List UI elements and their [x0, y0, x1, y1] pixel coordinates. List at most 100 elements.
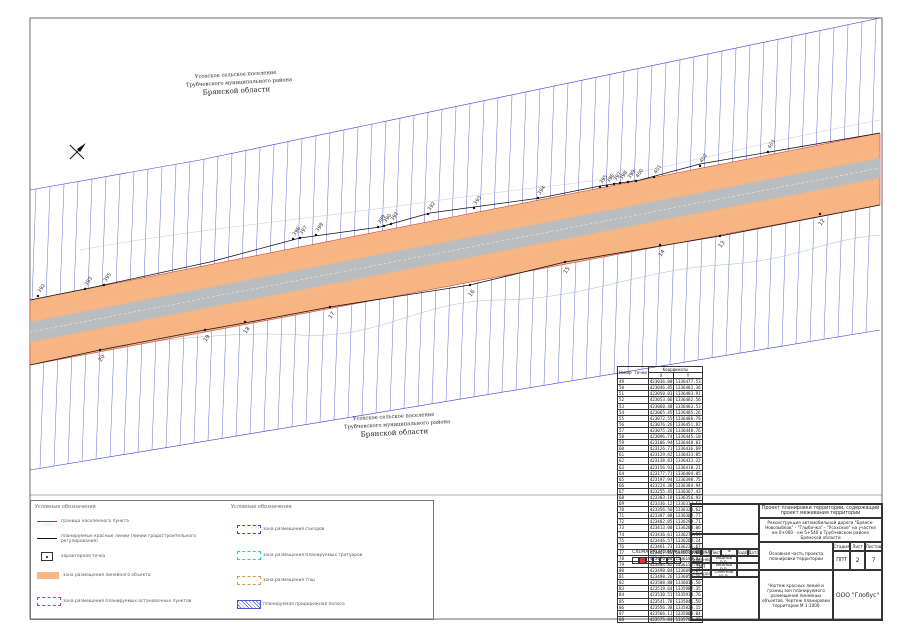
table-cell-y: 1335982.35	[673, 585, 703, 593]
stamp-object: Реконструкция автомобильной дороги "Брян…	[759, 518, 882, 542]
table-cell-y: 1336264.14	[673, 536, 703, 544]
boundary-point-marker	[426, 212, 430, 216]
boundary-point-marker	[618, 181, 622, 185]
table-cell-x: 423541.78	[647, 597, 675, 605]
table-cell-x: 423461.73	[647, 542, 675, 550]
boundary-point-label: 395	[599, 174, 609, 185]
boundary-point-label: 392	[37, 283, 47, 294]
stamp-stage-value: ППТ	[833, 551, 850, 570]
table-cell-x: 423566.11	[647, 609, 675, 617]
boundary-point-marker	[626, 180, 630, 184]
table-cell-x: 423036.00	[647, 378, 675, 386]
legend-symbol-stops	[37, 597, 61, 606]
table-cell-y: 1336367.43	[673, 487, 703, 495]
boundary-point-marker	[389, 222, 393, 226]
boundary-point-marker	[698, 164, 702, 168]
table-cell-x: 423106.94	[647, 439, 675, 447]
boundary-point-marker	[36, 294, 40, 298]
stamp-blank	[737, 570, 759, 577]
table-cell-x: 423129.42	[647, 451, 675, 459]
table-cell-y: 1336485.26	[673, 408, 703, 416]
stamp-sheets-header: Листов	[865, 542, 882, 551]
boundary-point-label: 391	[390, 211, 400, 222]
boundary-point-marker	[766, 150, 770, 154]
table-cell-x: 423387.08	[647, 512, 675, 520]
stamp-sheets-value: 7	[865, 551, 882, 570]
table-cell-x: 423556.38	[647, 603, 675, 611]
table-cell-y: 1336309.77	[673, 512, 703, 520]
legend-symbol-tpsh	[237, 576, 261, 585]
table-cell-y: 1336384.94	[673, 481, 703, 489]
table-cell-y: 1336436.69	[673, 445, 703, 453]
boundary-point-marker	[563, 260, 567, 264]
table-cell-x: 423126.71	[647, 445, 675, 453]
boundary-point-marker	[652, 175, 656, 179]
legend-symbol-settlement-border	[37, 521, 57, 522]
stamp-title: Проект планировки территории, содержащий…	[759, 504, 882, 518]
scheme-cell	[660, 557, 667, 564]
table-cell-point: 88	[617, 615, 649, 623]
road-centerline	[30, 167, 881, 333]
scheme-cell	[653, 557, 660, 564]
boundary-point-label: 389	[377, 214, 387, 225]
bottom-outer-boundary	[30, 329, 881, 471]
stamp-col-sign: Подп.	[737, 549, 748, 556]
scheme-cell-current	[639, 557, 646, 564]
col-point-number: Номер точки	[617, 365, 649, 380]
table-cell-y: 1336433.22	[673, 457, 703, 465]
table-cell-y: 1336445.10	[673, 433, 703, 441]
stamp-col-doc: N докум.	[721, 549, 737, 556]
boundary-point-label: 397	[299, 225, 309, 236]
stamp-drawing-name: Чертеж красных линий и границ зон планир…	[759, 570, 833, 620]
boundary-point-marker	[83, 287, 87, 291]
table-cell-x: 423050.03	[647, 390, 675, 398]
red-line-top	[30, 132, 881, 301]
boundary-point-marker	[605, 184, 609, 188]
boundary-point-marker	[328, 305, 332, 309]
boundary-point-marker	[314, 233, 318, 237]
legend-item-settlement-border: граница населенного пункта	[61, 519, 129, 524]
table-cell-x: 423530.51	[647, 591, 675, 599]
stamp-person-2: Иванов Р.В.	[711, 563, 737, 570]
stamp-company: ООО "Глобус"	[833, 570, 882, 620]
stamp-sheet-value: 2	[850, 551, 865, 570]
table-cell-x: 423336.12	[647, 500, 675, 508]
table-cell-x: 423060.48	[647, 402, 675, 410]
boundary-point-marker	[598, 185, 602, 189]
table-cell-y: 1336448.03	[673, 439, 703, 447]
table-cell-y: 1336433.85	[673, 451, 703, 459]
boundary-point-label: 392	[427, 201, 437, 212]
scheme-cell	[674, 557, 681, 564]
table-cell-y: 1336151.92	[673, 560, 703, 569]
table-cell-y: 1336398.75	[673, 475, 703, 483]
stamp-blank	[691, 534, 759, 549]
table-cell-y: 1336299.71	[673, 518, 703, 526]
boundary-point-label: 15	[563, 266, 572, 276]
stamp-blank	[737, 556, 759, 563]
boundary-point-label: 398	[315, 222, 325, 233]
scheme-cell	[646, 557, 653, 564]
stamp-person-1: Иванов Р.В.	[711, 556, 737, 563]
stamp-role-2: ГИП	[691, 563, 711, 570]
table-cell-x: 423436.61	[647, 530, 675, 538]
boundary-point-label: 403	[767, 139, 777, 150]
table-cell-y: 1336451.82	[673, 420, 703, 428]
table-cell-y: 1336226.67	[673, 542, 703, 550]
table-cell-x: 423096.74	[647, 433, 675, 441]
boundary-point-label: 396	[292, 226, 302, 237]
table-cell-x: 423402.05	[647, 518, 675, 526]
contour-line	[59, 234, 881, 351]
table-header-row: Номер точки Координаты	[617, 365, 703, 380]
boundary-point-label: 393	[473, 195, 483, 206]
road-edge	[30, 181, 881, 347]
boundary-point-label: 400	[635, 168, 645, 179]
